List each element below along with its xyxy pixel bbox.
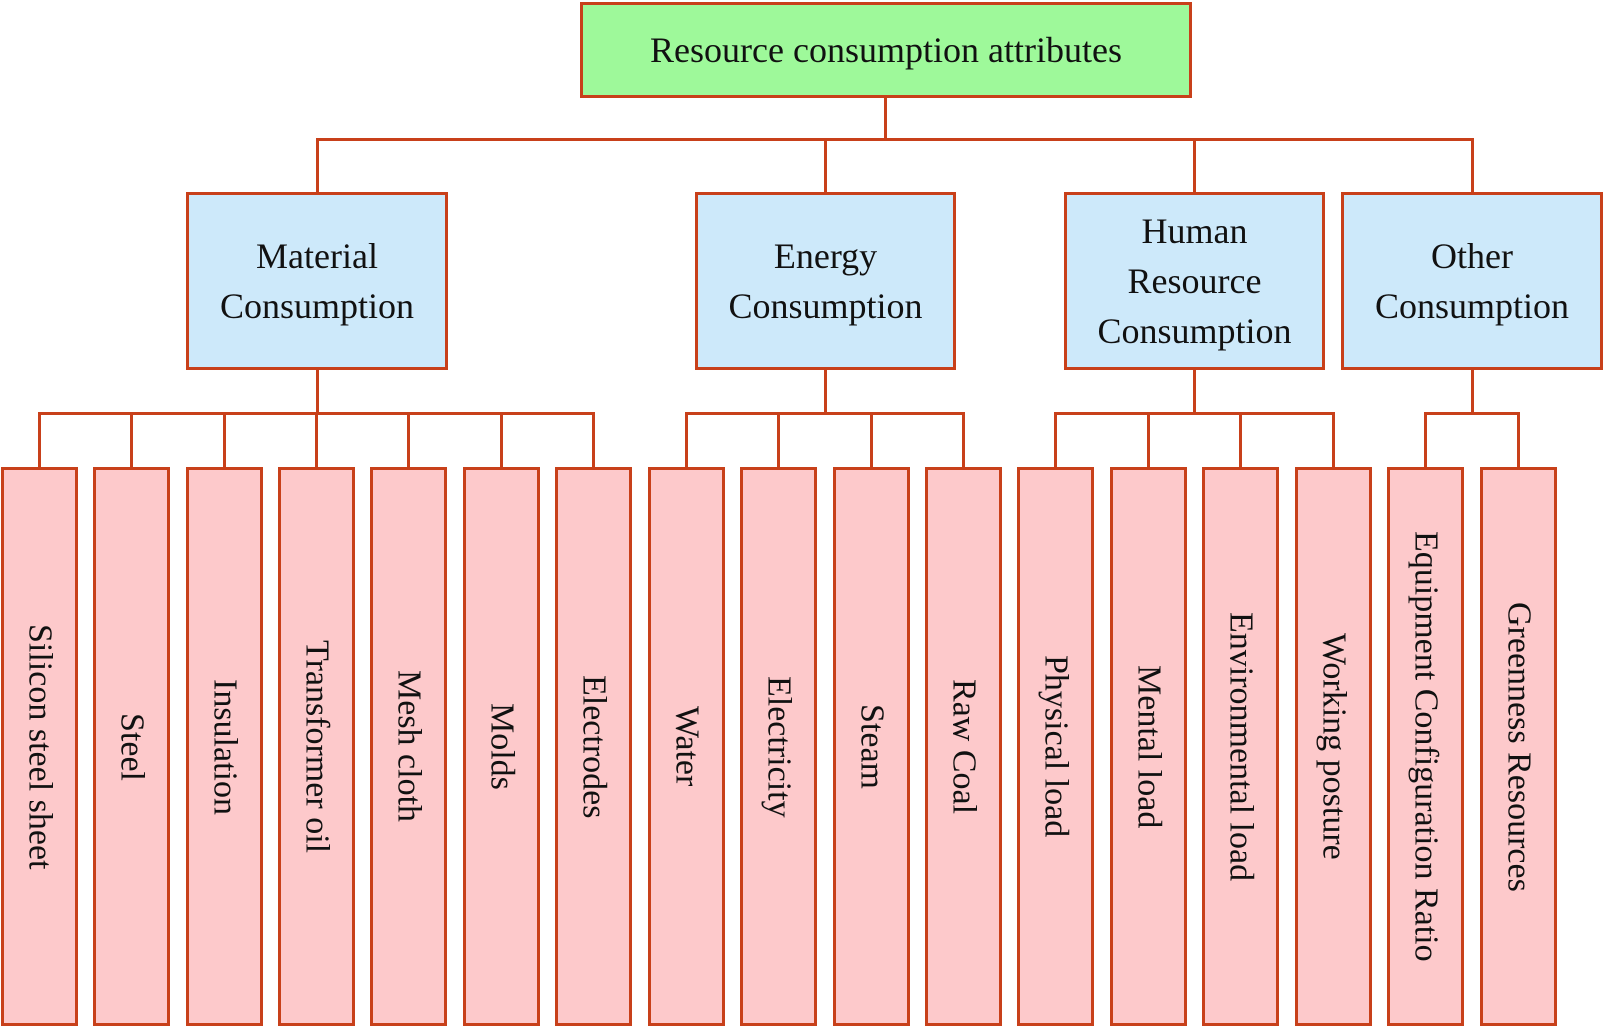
leaf-label: Greenness Resources [1500,601,1538,892]
leaf-label: Physical load [1037,655,1075,838]
connector-leaf-drop [870,412,873,469]
connector-to-human [1193,138,1196,193]
leaf-silicon-steel-sheet: Silicon steel sheet [1,467,78,1026]
category-label-line: Consumption [219,286,415,326]
leaf-steel: Steel [93,467,170,1026]
connector-material-down [316,368,319,413]
connector-leaf-drop [315,412,318,469]
category-label-line: Energy [773,236,878,276]
leaf-equipment-configuration-ratio: Equipment Configuration Ratio [1387,467,1464,1026]
leaf-label: Silicon steel sheet [21,623,59,870]
connector-leaf-drop [777,412,780,469]
leaf-working-posture: Working posture [1295,467,1372,1026]
connector-human-down [1193,368,1196,413]
connector-other-bar [1425,412,1519,415]
leaf-label: Molds [483,703,521,790]
connector-human-bar [1055,412,1334,415]
leaf-label: Electrodes [575,674,613,819]
leaf-molds: Molds [463,467,540,1026]
connector-leaf-drop [1424,412,1427,469]
connector-root-down [884,96,887,140]
leaf-steam: Steam [833,467,910,1026]
leaf-raw-coal: Raw Coal [925,467,1002,1026]
leaf-mesh-cloth: Mesh cloth [370,467,447,1026]
category-label-line: Material [256,236,378,276]
connector-leaf-drop [1332,412,1335,469]
leaf-label: Electricity [760,675,798,818]
connector-leaf-drop [38,412,41,469]
leaf-label: Insulation [206,678,244,815]
leaf-label: Working posture [1315,633,1353,860]
connector-leaf-drop [592,412,595,469]
leaf-electrodes: Electrodes [555,467,632,1026]
leaf-water: Water [648,467,725,1026]
category-label-line: Consumption [728,286,923,326]
leaf-electricity: Electricity [740,467,817,1026]
category-label-line: Other [1431,236,1513,276]
root-node: Resource consumption attributes [580,2,1192,98]
leaf-transformer-oil: Transformer oil [278,467,355,1026]
leaf-label: Environmental load [1222,611,1260,882]
connector-energy-down [824,368,827,413]
connector-leaf-drop [1054,412,1057,469]
connector-to-material [316,138,319,193]
connector-to-other [1471,138,1474,193]
leaf-label: Water [668,706,706,787]
connector-leaf-drop [1239,412,1242,469]
leaf-insulation: Insulation [186,467,263,1026]
leaf-label: Transformer oil [298,639,336,854]
category-label-line: Human [1141,211,1248,251]
connector-leaf-drop [962,412,965,469]
leaf-label: Mental load [1130,664,1168,829]
connector-energy-bar [686,412,965,415]
category-label-line: Consumption [1374,286,1570,326]
connector-to-energy [824,138,827,193]
leaf-greenness-resources: Greenness Resources [1480,467,1557,1026]
root-label: Resource consumption attributes [650,30,1122,70]
leaf-label: Mesh cloth [390,670,428,823]
connector-leaf-drop [685,412,688,469]
connector-leaf-drop [1517,412,1520,469]
leaf-label: Equipment Configuration Ratio [1407,531,1445,962]
connector-level1-bar [316,138,1474,141]
connector-other-down [1471,368,1474,413]
leaf-physical-load: Physical load [1017,467,1094,1026]
category-label-line: Resource [1127,261,1262,301]
connector-leaf-drop [130,412,133,469]
connector-leaf-drop [1147,412,1150,469]
connector-leaf-drop [223,412,226,469]
leaf-label: Steel [113,712,151,781]
leaf-label: Steam [853,704,891,789]
connector-leaf-drop [407,412,410,469]
leaf-label: Raw Coal [945,678,983,815]
category-label-line: Consumption [1097,311,1292,351]
connector-leaf-drop [500,412,503,469]
leaf-environmental-load: Environmental load [1202,467,1279,1026]
leaf-mental-load: Mental load [1110,467,1187,1026]
